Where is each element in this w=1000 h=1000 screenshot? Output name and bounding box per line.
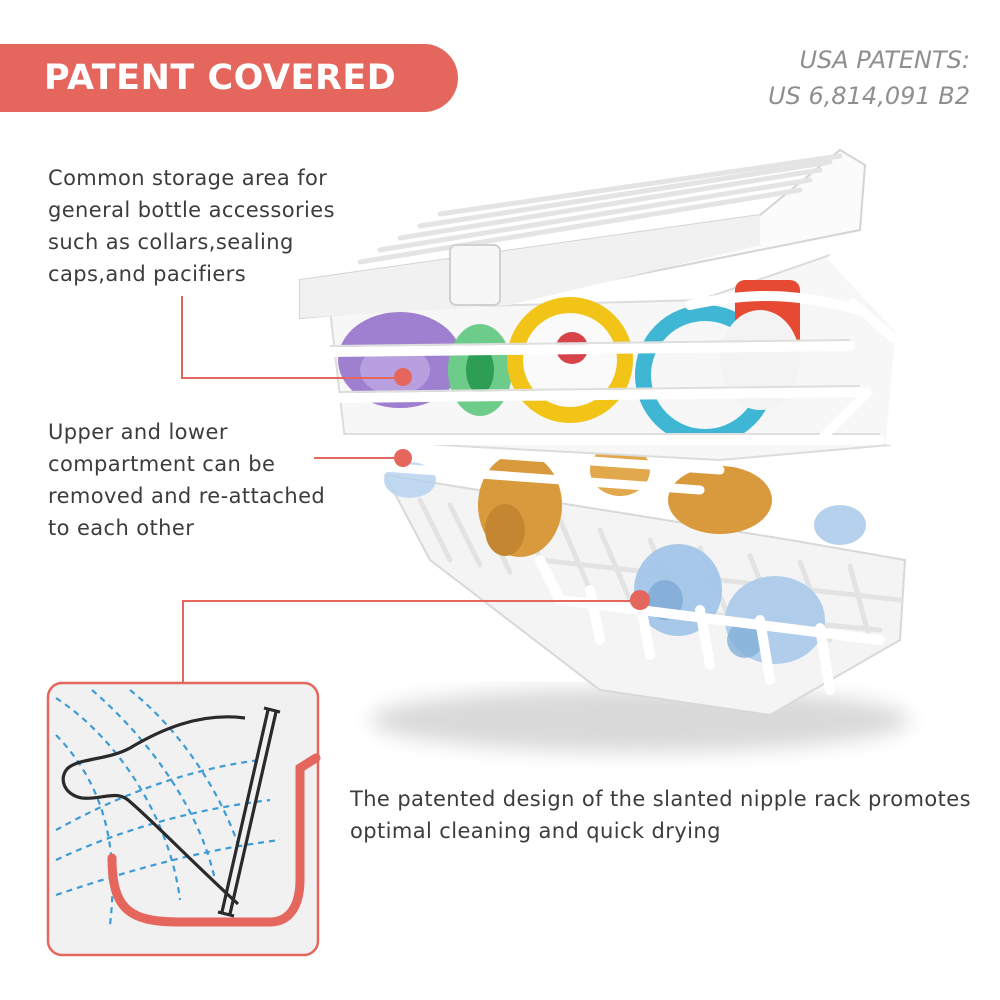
patent-info-line1: USA PATENTS: [799, 46, 970, 74]
patent-covered-badge: PATENT COVERED [0, 44, 458, 112]
dishwasher-basket-icon [299, 148, 910, 752]
callout-dot-nipple-rack [630, 590, 650, 610]
callout-line: Upper and lower [48, 420, 228, 444]
leader-dots [394, 368, 650, 610]
callout-storage-text: Common storage area for general bottle a… [48, 162, 335, 290]
callout-line: compartment can be [48, 452, 276, 476]
callout-line: caps,and pacifiers [48, 262, 247, 286]
callout-nipple-rack-text: The patented design of the slanted nippl… [350, 783, 971, 847]
callout-line: such as collars,sealing [48, 230, 294, 254]
patent-info: USA PATENTS: US 6,814,091 B2 [768, 42, 970, 114]
callout-dot-storage [394, 368, 412, 386]
slanted-nipple-rack-diagram-icon [46, 681, 321, 957]
callout-line: to each other [48, 516, 195, 540]
callout-line: general bottle accessories [48, 198, 335, 222]
callout-dot-compartment [394, 449, 412, 467]
callout-line: The patented design of the slanted nippl… [350, 787, 971, 811]
patent-number: US 6,814,091 B2 [768, 82, 970, 110]
callout-line: removed and re-attached [48, 484, 326, 508]
callout-line: Common storage area for [48, 166, 328, 190]
callout-line: optimal cleaning and quick drying [350, 819, 721, 843]
callout-compartment-text: Upper and lower compartment can be remov… [48, 416, 325, 544]
badge-label: PATENT COVERED [44, 58, 397, 98]
